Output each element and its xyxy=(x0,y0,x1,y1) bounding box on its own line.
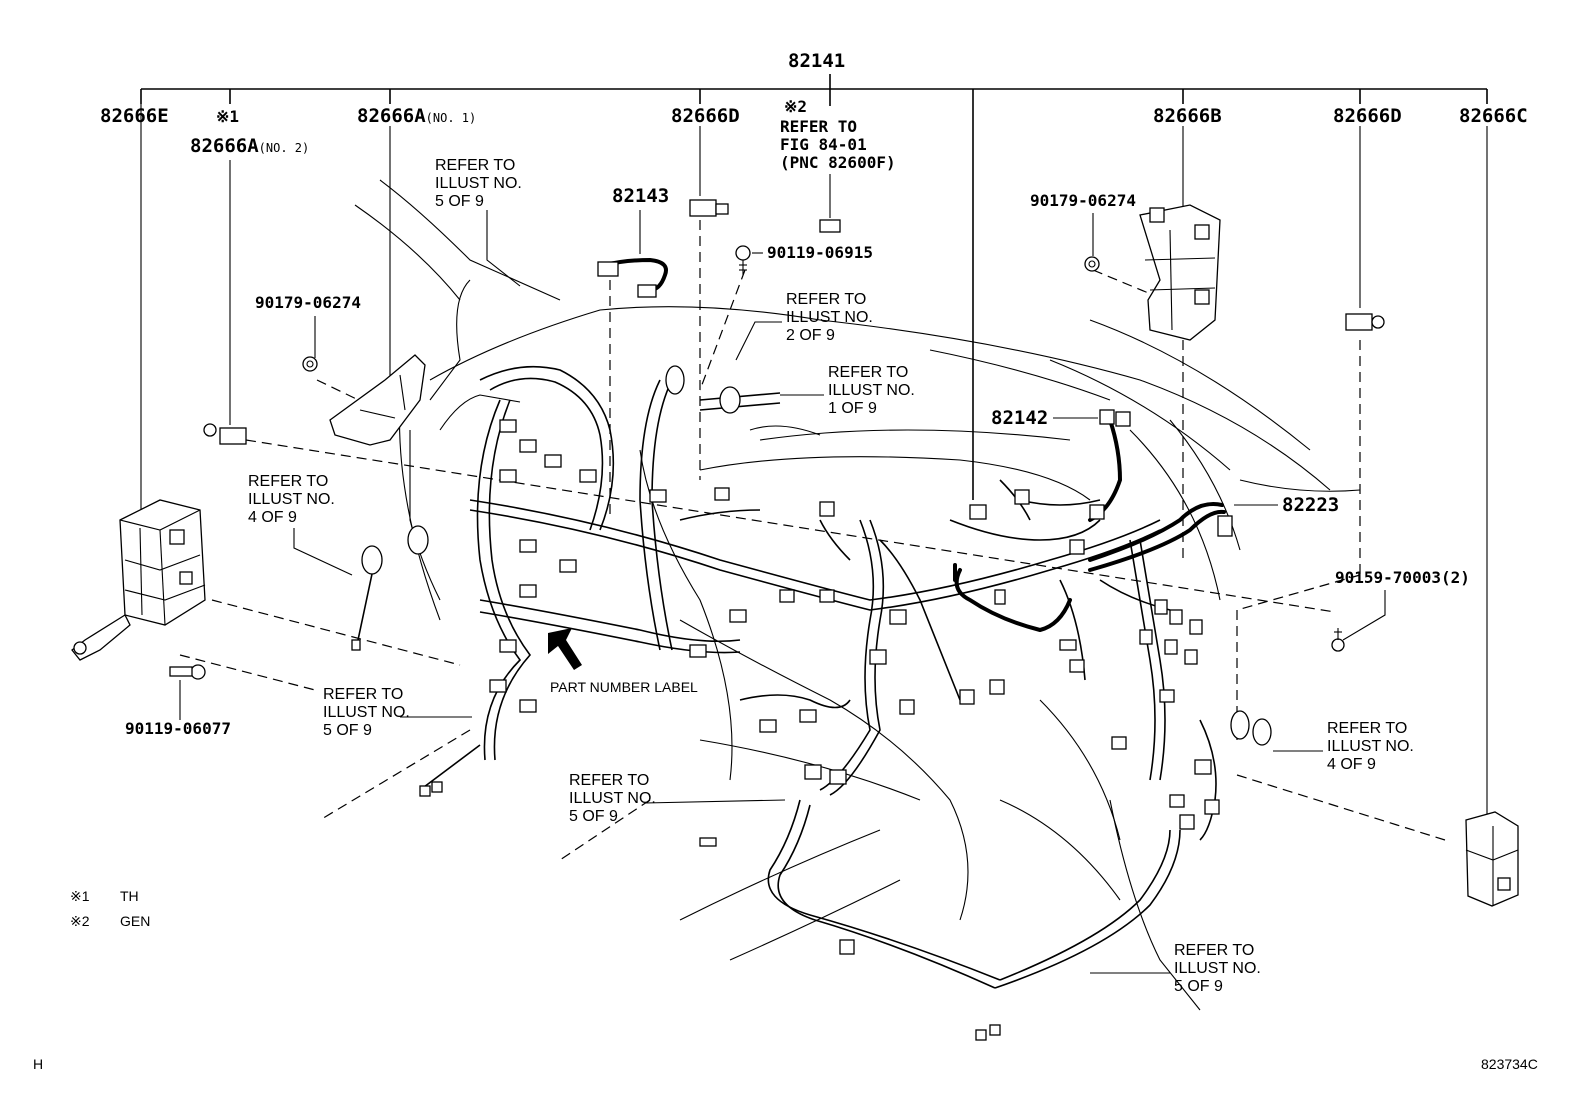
svg-text:ILLUST NO.: ILLUST NO. xyxy=(1327,738,1414,755)
svg-text:REFER TO: REFER TO xyxy=(435,157,515,174)
part-label-82666a-no1: 82666A(NO. 1) xyxy=(357,105,476,127)
legend-text-2: GEN xyxy=(120,913,150,929)
qualifier-no2: (NO. 2) xyxy=(259,141,310,155)
part-number-label-arrow xyxy=(548,628,582,670)
svg-text:ILLUST NO.: ILLUST NO. xyxy=(786,309,873,326)
connector-82666d-right xyxy=(1345,313,1385,331)
connector-82666a-no2 xyxy=(203,423,247,445)
legend-mark-2: ※2 xyxy=(70,913,90,929)
part-label-90119-06915: 90119-06915 xyxy=(767,243,873,262)
svg-text:5 OF 9: 5 OF 9 xyxy=(569,808,618,825)
part-label-90179-06274-right: 90179-06274 xyxy=(1030,191,1136,210)
connector-82142 xyxy=(1099,409,1131,427)
svg-text:REFER TO: REFER TO xyxy=(828,364,908,381)
note-mark-1: ※1 xyxy=(216,107,239,126)
relay-82666c xyxy=(1465,811,1519,907)
svg-text:REFER TO: REFER TO xyxy=(569,772,649,789)
svg-text:ILLUST NO.: ILLUST NO. xyxy=(323,704,410,721)
part-label-90119-06077: 90119-06077 xyxy=(125,719,231,738)
svg-text:ILLUST NO.: ILLUST NO. xyxy=(569,790,656,807)
svg-text:4 OF 9: 4 OF 9 xyxy=(248,509,297,526)
svg-text:REFER TO: REFER TO xyxy=(1174,942,1254,959)
part-label-82143: 82143 xyxy=(612,185,669,207)
part-label-82666d-right: 82666D xyxy=(1333,105,1402,127)
connector-82223 xyxy=(1217,515,1233,537)
part-label-82666c: 82666C xyxy=(1459,105,1528,127)
svg-text:ILLUST NO.: ILLUST NO. xyxy=(828,382,915,399)
connector-gen xyxy=(819,219,841,233)
part-label-82223: 82223 xyxy=(1282,494,1339,516)
clip-90179-06274-right xyxy=(1084,256,1100,272)
svg-text:REFER TO: REFER TO xyxy=(323,686,403,703)
refer-note-a: REFER TO ILLUST NO. 5 OF 9 xyxy=(435,157,522,210)
svg-text:4 OF 9: 4 OF 9 xyxy=(1327,756,1376,773)
connector-82666d-left xyxy=(689,199,729,217)
part-number-82666a-no1: 82666A xyxy=(357,105,426,127)
relay-bracket-82666e xyxy=(71,499,206,661)
footer-illustration-number: 823734C xyxy=(1481,1056,1538,1072)
legend-text-1: TH xyxy=(120,888,139,904)
part-label-90159-70003: 90159-70003(2) xyxy=(1335,568,1470,587)
refer-note-f: REFER TO ILLUST NO. 5 OF 9 xyxy=(569,772,656,825)
gen-refer-line-3: (PNC 82600F) xyxy=(780,153,896,172)
clip-90179-06274-left xyxy=(302,356,318,372)
svg-text:5 OF 9: 5 OF 9 xyxy=(1174,978,1223,995)
svg-text:5 OF 9: 5 OF 9 xyxy=(323,722,372,739)
qualifier-no1: (NO. 1) xyxy=(426,111,477,125)
screw-90119-06077 xyxy=(169,664,206,680)
grommet-right xyxy=(1230,710,1272,746)
bolt-90119-06915 xyxy=(735,245,751,275)
svg-text:REFER TO: REFER TO xyxy=(786,291,866,308)
assembly-dash-lines xyxy=(179,220,1446,861)
main-part-bracket: 82141 xyxy=(140,50,1488,500)
part-label-82666b: 82666B xyxy=(1153,105,1222,127)
legend-mark-1: ※1 xyxy=(70,888,90,904)
refer-note-e: REFER TO ILLUST NO. 5 OF 9 xyxy=(323,686,410,739)
relay-block-82666b xyxy=(1139,204,1221,341)
part-label-82666e: 82666E xyxy=(100,105,169,127)
refer-note-b: REFER TO ILLUST NO. 2 OF 9 xyxy=(786,291,873,344)
svg-text:REFER TO: REFER TO xyxy=(1327,720,1407,737)
highlighted-wires xyxy=(603,257,1226,633)
part-number-82666a-no2: 82666A xyxy=(190,135,259,157)
bracket-82666a-no1 xyxy=(329,354,426,446)
part-label-82142: 82142 xyxy=(991,407,1048,429)
note-mark-2: ※2 xyxy=(784,97,807,116)
footer-left-code: H xyxy=(33,1056,43,1072)
harness-connectors xyxy=(351,419,1220,1041)
grommet-left xyxy=(357,525,429,641)
refer-note-d: REFER TO ILLUST NO. 4 OF 9 xyxy=(248,473,335,526)
svg-text:REFER TO: REFER TO xyxy=(248,473,328,490)
part-label-82666d-left: 82666D xyxy=(671,105,740,127)
svg-text:ILLUST NO.: ILLUST NO. xyxy=(1174,960,1261,977)
wire-harness xyxy=(419,365,1217,989)
refer-note-c: REFER TO ILLUST NO. 1 OF 9 xyxy=(828,364,915,417)
svg-text:ILLUST NO.: ILLUST NO. xyxy=(248,491,335,508)
svg-text:1 OF 9: 1 OF 9 xyxy=(828,400,877,417)
main-part-number: 82141 xyxy=(788,50,845,72)
leader-lines xyxy=(140,104,1488,974)
bolt-90159-70003 xyxy=(1331,628,1345,652)
jumper-82143 xyxy=(597,261,657,298)
part-label-90179-06274-left: 90179-06274 xyxy=(255,293,361,312)
refer-note-g: REFER TO ILLUST NO. 4 OF 9 xyxy=(1327,720,1414,773)
gen-refer-line-2: FIG 84-01 xyxy=(780,135,867,154)
legend: ※1 TH ※2 GEN xyxy=(70,888,150,929)
part-label-82666a-no2: 82666A(NO. 2) xyxy=(190,135,309,157)
svg-text:5 OF 9: 5 OF 9 xyxy=(435,193,484,210)
grommet-top xyxy=(665,365,741,414)
refer-note-h: REFER TO ILLUST NO. 5 OF 9 xyxy=(1174,942,1261,995)
gen-refer-line-1: REFER TO xyxy=(780,117,857,136)
svg-text:2 OF 9: 2 OF 9 xyxy=(786,327,835,344)
part-number-label-text: PART NUMBER LABEL xyxy=(550,679,698,695)
svg-text:ILLUST NO.: ILLUST NO. xyxy=(435,175,522,192)
